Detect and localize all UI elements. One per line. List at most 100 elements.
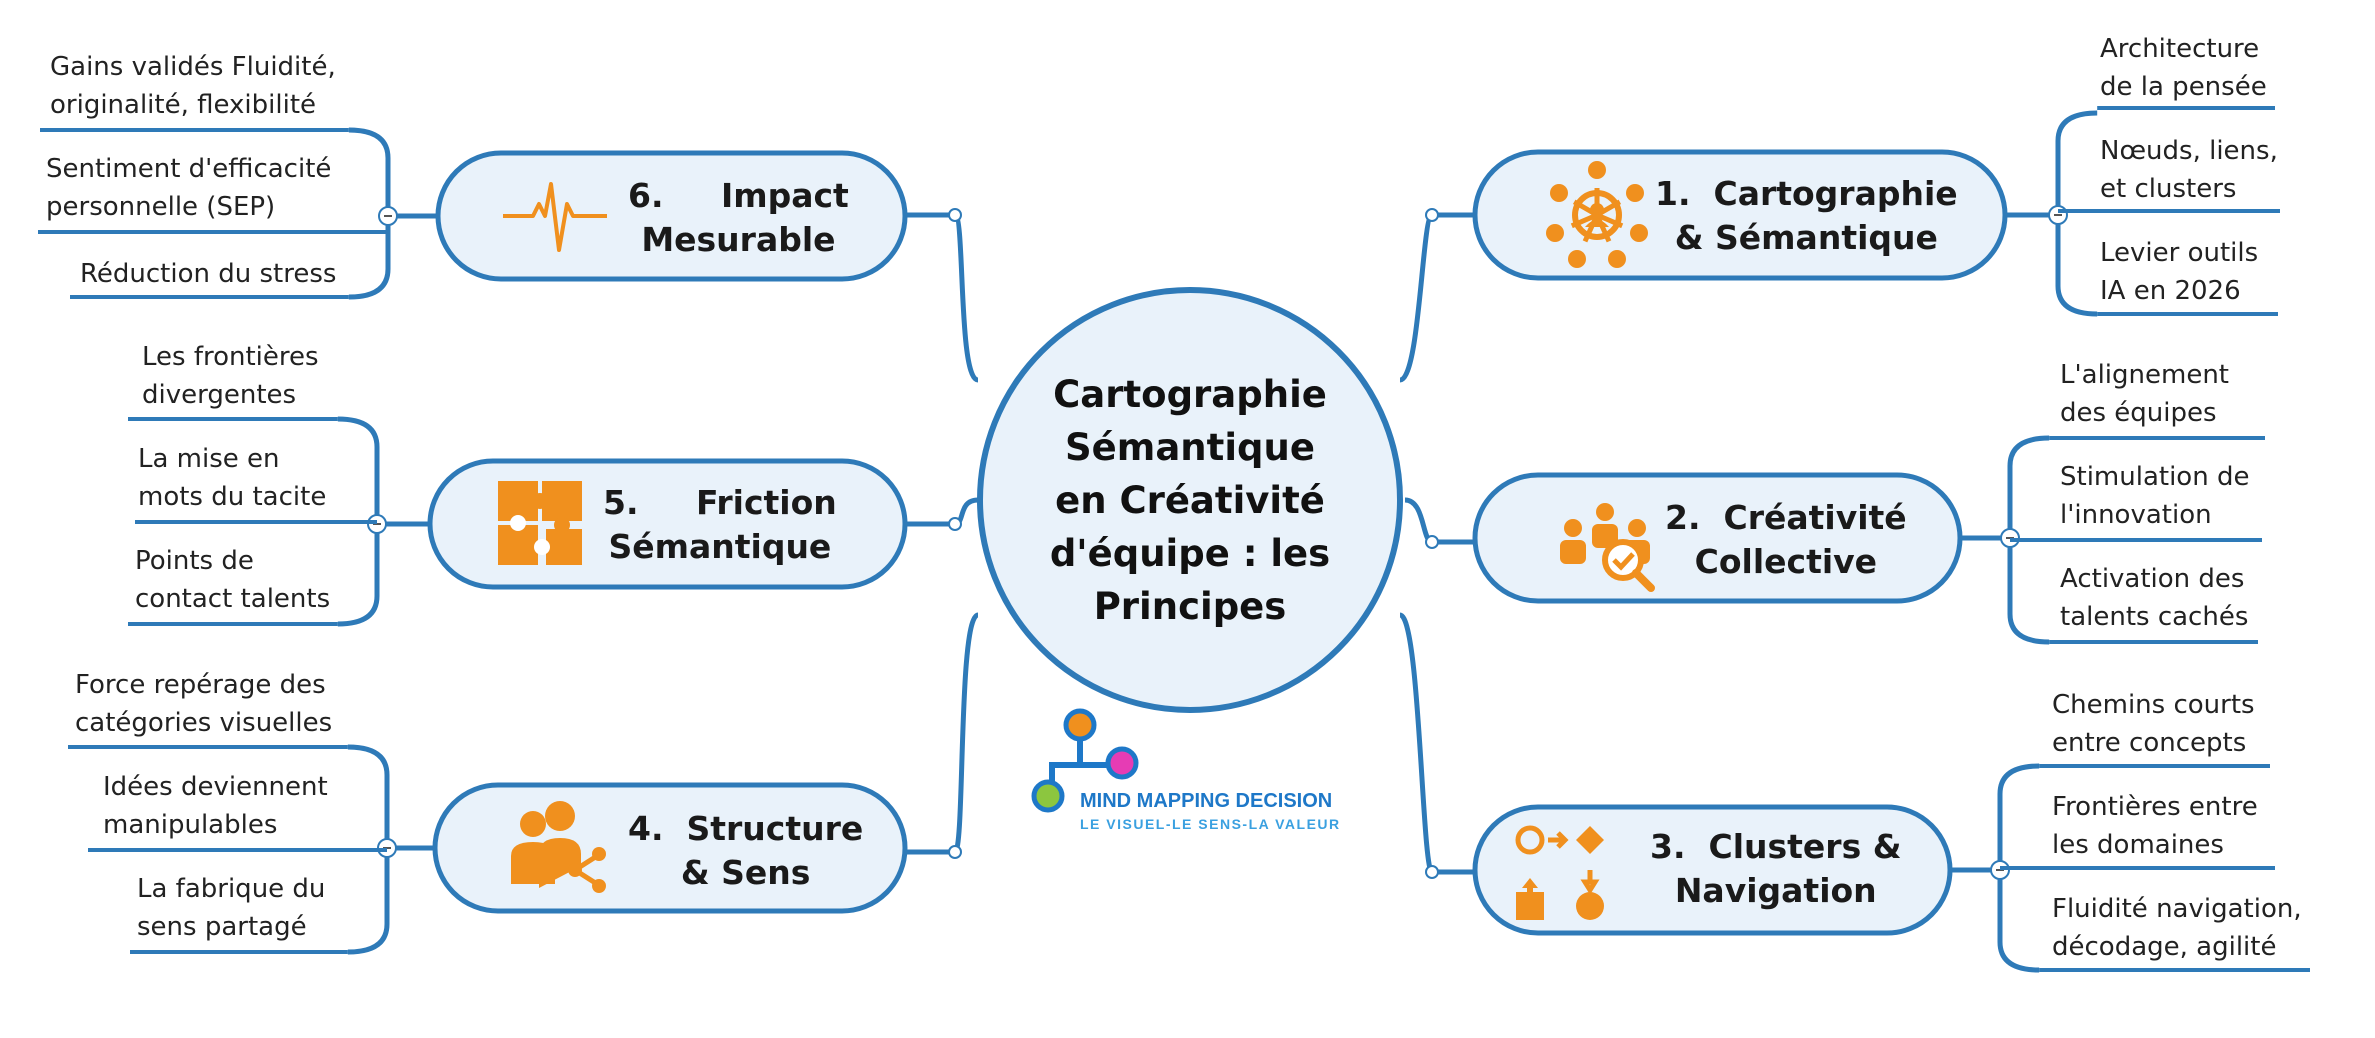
leaf-text-line: Architecture [2100,34,2260,64]
central-title-line: Principes [1093,584,1287,628]
leaf-text-line: originalité, flexibilité [50,90,317,120]
leaf-text-line: de la pensée [2100,72,2267,102]
leaf-text-line: personnelle (SEP) [46,192,276,222]
leaf-b6-2[interactable]: Sentiment d'efficacité personnelle (SEP) [46,150,331,226]
leaf-text-line: manipulables [103,810,278,840]
leaf-text-line: les domaines [2052,830,2224,860]
junction-dot[interactable] [948,517,962,531]
leaf-text-line: talents cachés [2060,602,2249,632]
branch-title-line: Sémantique [608,527,832,566]
leaf-b5-3[interactable]: Points de contact talents [135,542,330,618]
logo-orange-dot [1063,708,1097,742]
branch-title-line: 6. Impact [628,176,849,215]
leaf-text-line: des équipes [2060,398,2217,428]
branch-node-b1[interactable] [1472,149,2008,281]
leaf-text-line: Force repérage des [75,670,326,700]
leaf-text-line: Idées deviennent [103,772,328,802]
branch-node-b2[interactable] [1472,472,1963,604]
branch-title-line: 4. Structure [628,809,864,848]
leaf-text-line: L'alignement [2060,360,2229,390]
branch-title-line: & Sens [680,853,811,892]
leaf-text-line: contact talents [135,584,331,614]
leaf-b3-3[interactable]: Fluidité navigation,décodage, agilité [2052,890,2302,966]
logo-name: MIND MAPPING DECISION [1080,790,1333,812]
people-share-icon [511,801,606,893]
leaf-text-line: l'innovation [2060,500,2212,530]
leaf-b1-2[interactable]: Nœuds, liens, et clusters [2100,132,2278,208]
connector-b3 [1397,612,1435,875]
connector-b4 [952,612,980,855]
junction-dot[interactable] [948,208,962,222]
leaf-b6-3[interactable]: Réduction du stress [80,255,336,293]
leaf-text-line: La fabrique du [137,874,326,904]
logo-connector [1049,727,1083,793]
leaf-text-line: entre concepts [2052,728,2247,758]
leaf-b2-3[interactable]: Activation des talents cachés [2060,560,2248,636]
central-title-line: Cartographie [1053,372,1327,416]
leaf-text-line: Frontières entre [2052,792,2258,822]
logo-mark [1031,708,1139,813]
branch-title-line: Navigation [1674,871,1877,910]
leaf-text-line: Levier outils [2100,238,2259,268]
leaf-b2-1[interactable]: L'alignement des équipes [2060,356,2229,432]
central-title-line: d'équipe : les [1049,531,1331,575]
leaf-text-line: Réduction du stress [80,259,337,289]
leaf-text-line: IA en 2026 [2100,276,2241,306]
leaf-text-line: Sentiment d'efficacité [46,154,332,184]
leaf-lines [38,106,2310,973]
leaf-text-line: Points de [135,546,254,576]
leaf-text-line: Chemins courts [2052,690,2255,720]
leaf-b4-1[interactable]: Force repérage des catégories visuelles [75,666,332,742]
leaf-text-line: Nœuds, liens, [2100,136,2278,166]
connector-b6 [952,212,980,383]
leaf-b4-2[interactable]: Idées deviennent manipulables [103,768,328,844]
connectors [905,208,1475,879]
leaf-text-line: sens partagé [137,912,307,942]
leaf-b1-3[interactable]: Levier outils IA en 2026 [2100,234,2258,310]
branch-title-b3: 3. Clusters & Navigation [1650,825,1901,913]
branch-node-b6[interactable] [435,150,908,282]
branch-title-line: 2. Créativité [1665,498,1907,537]
branch-title-b1: 1. Cartographie& Sémantique [1655,172,1958,260]
team-search-icon [1560,503,1655,592]
leaf-b3-1[interactable]: Chemins courts entre concepts [2052,686,2255,762]
network-people-icon [1546,161,1648,268]
leaf-text-line: Activation des [2060,564,2245,594]
junction-dot[interactable] [1425,535,1439,549]
leaf-text-line: La mise en [138,444,280,474]
junction-dot[interactable] [1425,208,1439,222]
junction-dot[interactable] [948,845,962,859]
central-title-line: Sémantique [1065,425,1315,469]
logo-tagline: LE VISUEL-LE SENS-LA VALEUR [1080,816,1341,832]
leaf-text-line: divergentes [142,380,297,410]
leaf-b4-3[interactable]: La fabrique du sens partagé [137,870,325,946]
leaf-text-line: catégories visuelles [75,708,333,738]
leaf-b1-1[interactable]: Architecture de la pensée [2100,30,2267,106]
shapes-flow-icon [1515,825,1604,920]
leaf-b3-2[interactable]: Frontières entre les domaines [2052,788,2258,864]
branch-icons [498,161,1655,920]
pulse-icon [503,182,607,252]
branch-title-line: 3. Clusters & [1650,827,1902,866]
branch-title-line: Mesurable [641,220,836,259]
central-node [977,287,1403,713]
junction-dot[interactable] [1425,865,1439,879]
leaf-text-line: Fluidité navigation, [2052,894,2302,924]
branch-title-line: Collective [1694,542,1878,581]
branch-title-line: 5. Friction [603,483,837,522]
branch-title-line: 1. Cartographie [1655,174,1958,213]
leaf-text-line: et clusters [2100,174,2237,204]
puzzle-icon [498,481,582,565]
central-title-line: en Créativité [1055,478,1325,522]
connector-b1 [1398,212,1435,383]
leaf-b6-1[interactable]: Gains validés Fluidité,originalité, flex… [50,48,336,124]
connector-b2 [1404,497,1434,545]
